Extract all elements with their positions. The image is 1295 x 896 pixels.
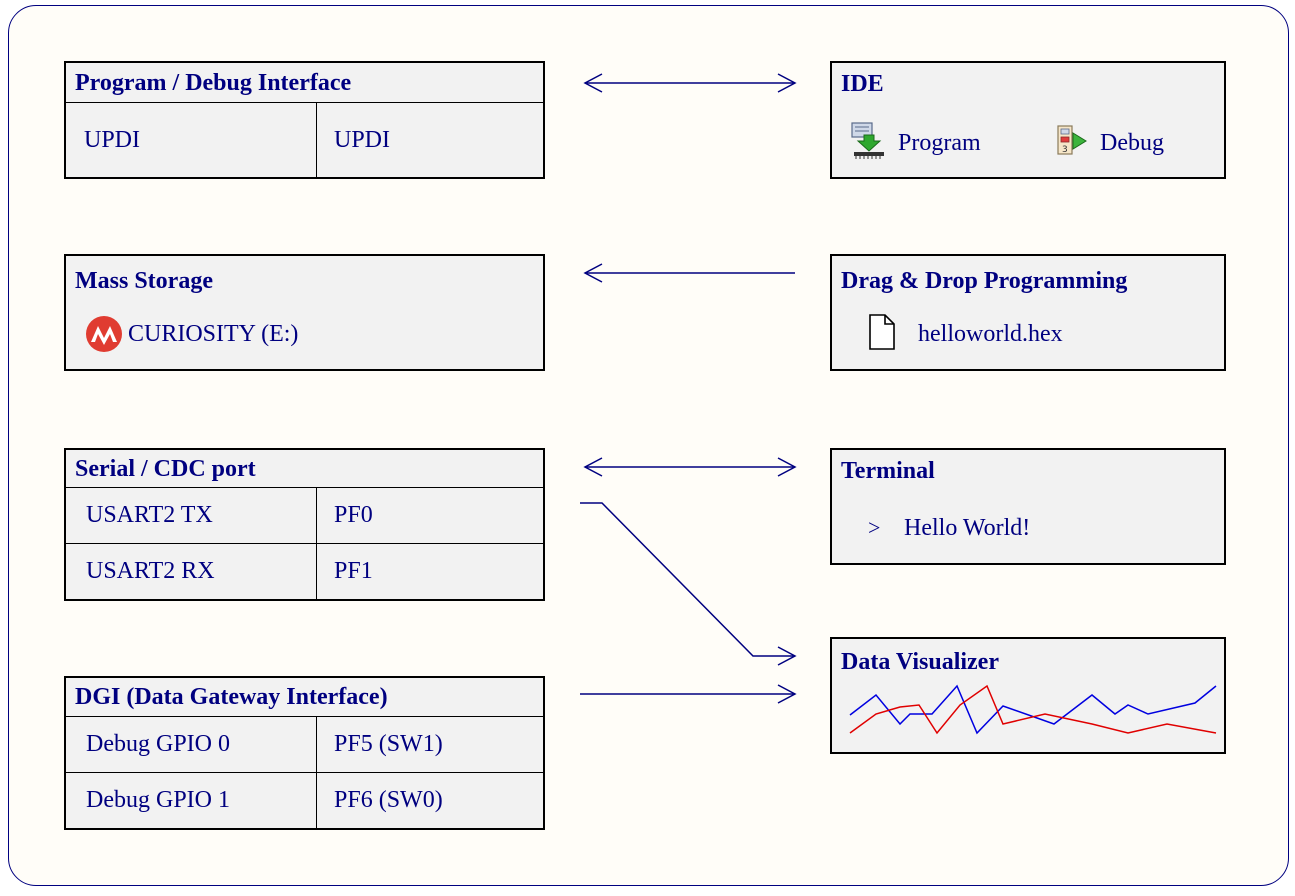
debug-label[interactable]: Debug: [1100, 129, 1164, 156]
serial-cdc-title: Serial / CDC port: [66, 450, 543, 488]
row-divider: [66, 543, 543, 544]
ide-title: IDE: [841, 71, 884, 97]
serial-cdc-box: Serial / CDC port USART2 TX PF0 USART2 R…: [64, 448, 545, 601]
program-label[interactable]: Program: [898, 129, 981, 156]
pf5-sw1-label: PF5 (SW1): [334, 731, 443, 757]
cell-divider: [316, 103, 317, 177]
dgi-box: DGI (Data Gateway Interface) Debug GPIO …: [64, 676, 545, 830]
debug-gpio-1-label: Debug GPIO 1: [86, 787, 230, 813]
terminal-box: Terminal > Hello World!: [830, 448, 1226, 565]
debug-icon: 3: [1057, 125, 1087, 155]
microchip-logo-icon: [86, 316, 122, 352]
ide-bidirectional-arrow: [583, 73, 797, 93]
ide-box: IDE Program 3 Debug: [830, 61, 1226, 179]
drag-drop-box: Drag & Drop Programming helloworld.hex: [830, 254, 1226, 371]
usart2-rx-label: USART2 RX: [86, 558, 215, 584]
terminal-bidirectional-arrow: [583, 457, 797, 477]
dgi-to-visualizer-arrow: [580, 684, 797, 704]
mass-storage-box: Mass Storage CURIOSITY (E:): [64, 254, 545, 371]
debug-gpio-0-label: Debug GPIO 0: [86, 731, 230, 757]
file-icon: [869, 314, 895, 350]
dgi-title: DGI (Data Gateway Interface): [66, 678, 543, 717]
terminal-prompt: >: [868, 515, 881, 540]
helloworld-hex-label[interactable]: helloworld.hex: [918, 320, 1063, 347]
terminal-title: Terminal: [841, 458, 935, 484]
pf0-label: PF0: [334, 502, 373, 528]
pf1-label: PF1: [334, 558, 373, 584]
mass-storage-title: Mass Storage: [75, 268, 213, 294]
drag-drop-title: Drag & Drop Programming: [841, 268, 1128, 294]
row-divider: [66, 772, 543, 773]
program-debug-interface-title: Program / Debug Interface: [66, 63, 543, 103]
visualizer-blue-line: [849, 684, 1217, 735]
visualizer-red-line: [849, 684, 1217, 735]
hello-world-text: Hello World!: [904, 514, 1031, 541]
svg-text:3: 3: [1062, 145, 1068, 155]
serial-to-visualizer-arrow: [580, 502, 797, 666]
data-visualizer-box: Data Visualizer: [830, 637, 1226, 754]
program-debug-interface-box: Program / Debug Interface UPDI UPDI: [64, 61, 545, 179]
updi-cell-right: UPDI: [334, 126, 391, 153]
updi-cell-left: UPDI: [84, 126, 141, 153]
curiosity-drive-label[interactable]: CURIOSITY (E:): [128, 320, 299, 347]
pf6-sw0-label: PF6 (SW0): [334, 787, 443, 813]
data-visualizer-title: Data Visualizer: [841, 649, 999, 675]
mass-storage-arrow: [583, 263, 795, 283]
program-icon: [851, 122, 884, 159]
usart2-tx-label: USART2 TX: [86, 502, 213, 528]
